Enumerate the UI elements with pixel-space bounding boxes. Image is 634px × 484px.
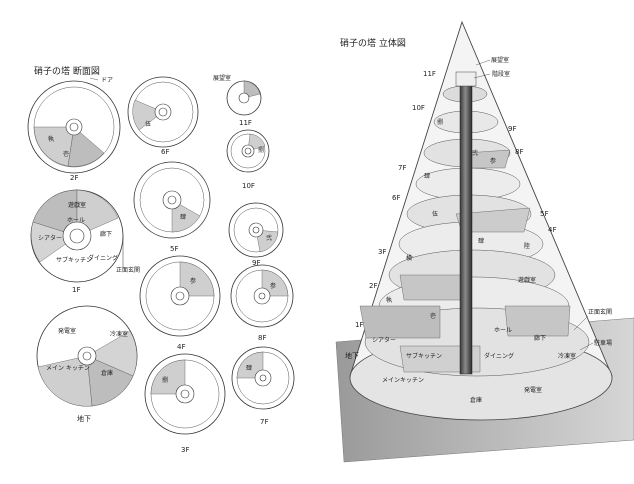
cone-room-entrance: 正面玄関: [588, 308, 612, 316]
cone-room-game: 遊戯室: [518, 276, 536, 284]
plan-11f-floor: 11F: [239, 119, 252, 127]
cone-room-theater: シアター: [372, 336, 396, 344]
plan-1f-floor: 1F: [72, 286, 80, 294]
plan-10f-room-1: 捌: [258, 146, 264, 154]
plan-4f: 参 4F: [139, 255, 221, 351]
plan-1f-room-5: サブキッチン: [56, 256, 92, 264]
plan-9f-floor: 9F: [252, 259, 260, 267]
cone-room-r2: 執: [386, 296, 392, 304]
cone-floor-3f: 3F: [378, 248, 386, 256]
cone-room-parking: 駐車場: [594, 339, 612, 347]
plan-1f-room-3: シアター: [38, 234, 62, 242]
cone-title: 硝子の塔 立体図: [340, 37, 406, 49]
plan-1f-room-6: ダイニング: [88, 254, 118, 262]
cone-room-dining: ダイニング: [484, 352, 514, 360]
plan-basement: 発電室 冷凍室 メイン キッチン 倉庫 地下: [36, 305, 138, 423]
plan-3f: 捌 3F: [144, 353, 226, 454]
plan-1f-room-2: ホール: [67, 217, 85, 224]
plan-6f: 伍 6F: [127, 76, 199, 156]
plan-7f: 肆 7F: [231, 346, 295, 426]
cone-floor-1f: 1F: [355, 321, 363, 329]
plan-basement-room-3: メイン キッチン: [46, 365, 90, 372]
plan-7f-floor: 7F: [260, 418, 268, 426]
plan-1f-room-7: 正面玄関: [116, 266, 140, 274]
plan-2f-room-1: 執: [48, 135, 54, 143]
plan-1f: 遊戯室 ホール シアター 廊下 サブキッチン ダイニング 正面玄関 1F: [30, 189, 140, 294]
plan-11f-room-1: 展望室: [213, 74, 231, 82]
cone-room-freezer: 冷凍室: [558, 352, 576, 360]
plan-2f: ドア 執 壱 2F: [27, 77, 121, 182]
plan-8f: 参 8F: [230, 264, 294, 342]
plan-10f: 捌 10F: [226, 129, 270, 190]
cone-floor-10f: 10F: [412, 104, 425, 112]
plan-5f: 肆 5F: [133, 161, 211, 253]
plan-basement-room-4: 倉庫: [101, 369, 113, 377]
cone-floor-6f: 6F: [392, 194, 400, 202]
cone-room-hall: ホール: [494, 327, 512, 334]
plan-5f-floor: 5F: [170, 245, 178, 253]
plan-6f-floor: 6F: [161, 148, 169, 156]
cone-room-mainkitchen: メインキッチン: [382, 377, 424, 384]
plan-9f: 弐 9F: [228, 202, 284, 267]
cone-room-r7: 肆: [424, 172, 430, 180]
cone-room-staircase: 階段室: [492, 70, 510, 78]
cone-floor-7f: 7F: [398, 164, 406, 172]
plan-basement-floor: 地下: [77, 414, 91, 423]
cone-room-r3: 横: [406, 254, 412, 262]
plan-7f-room-1: 肆: [246, 364, 252, 372]
plan-2f-floor: 2F: [70, 174, 78, 182]
cone-room-r9b: 参: [490, 157, 496, 165]
central-pillar: [459, 77, 473, 375]
cone-room-r6: 伍: [432, 210, 438, 218]
plan-basement-room-2: 冷凍室: [110, 330, 128, 338]
door-label: ドア: [101, 77, 113, 84]
plan-basement-room-1: 発電室: [58, 327, 76, 335]
plan-4f-floor: 4F: [177, 343, 185, 351]
plan-9f-room-1: 弐: [266, 234, 272, 242]
plan-4f-room-1: 参: [190, 277, 196, 285]
plan-1f-room-1: 遊戯室: [68, 201, 86, 209]
cone-room-generator: 発電室: [524, 386, 542, 394]
cone-floor-basement: 地下: [345, 351, 359, 360]
plan-6f-room-1: 伍: [145, 120, 151, 128]
plan-5f-room-1: 肆: [180, 213, 186, 221]
cone-room-r5: 肆: [478, 237, 484, 245]
cone-room-r10: 捌: [437, 118, 443, 126]
plan-8f-floor: 8F: [258, 334, 266, 342]
plan-2f-room-2: 壱: [63, 150, 69, 158]
plan-10f-floor: 10F: [242, 182, 255, 190]
observatory-cap: [455, 71, 477, 87]
cone-room-storage: 倉庫: [470, 396, 482, 404]
cone-floor-8f: 8F: [515, 148, 523, 156]
cone-floor-9f: 9F: [508, 125, 516, 133]
cone-room-corridor: 廊下: [534, 334, 546, 342]
plan-11f: 展望室 11F: [213, 74, 262, 127]
cone-floor-2f: 2F: [369, 282, 377, 290]
plan-1f-room-4: 廊下: [100, 230, 112, 238]
plan-3f-floor: 3F: [181, 446, 189, 454]
cone-room-r5b: 陸: [524, 242, 530, 250]
plan-8f-room-1: 参: [270, 282, 276, 290]
cone-floor-5f: 5F: [540, 210, 548, 218]
cone-room-r2b: 壱: [430, 312, 436, 320]
cone-room-subkitchen: サブキッチン: [406, 352, 442, 360]
cone-floor-11f: 11F: [423, 70, 436, 78]
plan-3f-room-1: 捌: [162, 376, 168, 384]
cone-floor-4f: 4F: [548, 226, 556, 234]
sections-title: 硝子の塔 断面図: [34, 65, 100, 77]
cone-room-observatory: 展望室: [491, 56, 509, 64]
cone-room-r9a: 弐: [472, 149, 478, 157]
